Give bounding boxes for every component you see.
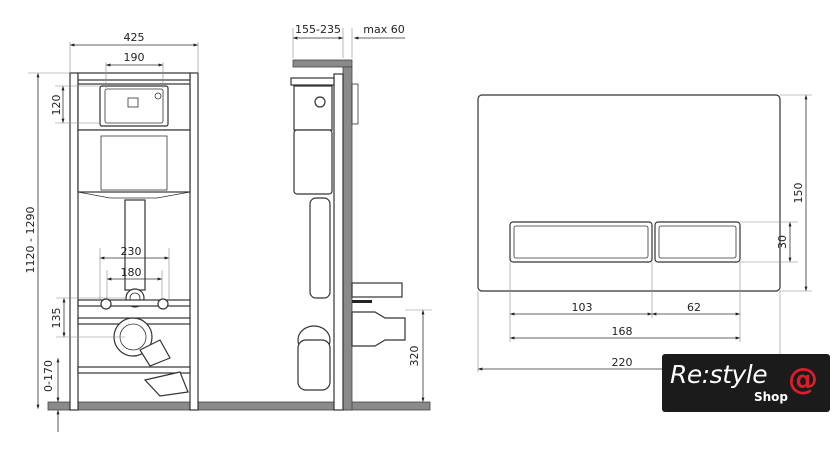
wall xyxy=(342,66,353,411)
dim-total-height: 1120 - 1290 xyxy=(24,207,37,274)
floor xyxy=(47,401,431,411)
dim-depth: 155-235 xyxy=(295,23,341,36)
dim-bolt-inner: 180 xyxy=(121,266,142,279)
flush-button-small xyxy=(654,221,741,263)
dim-outlet-height: 320 xyxy=(408,346,421,367)
logo-brand: Re:style xyxy=(670,360,768,389)
drain-side xyxy=(351,311,406,347)
front-view: 425 190 120 1120 - 1290 230 180 135 0-17… xyxy=(24,31,431,432)
cistern-side xyxy=(293,129,333,195)
dim-bolt-outer: 230 xyxy=(121,245,142,258)
dim-bolt-to-outlet: 135 xyxy=(50,308,63,329)
logo-sub: Shop xyxy=(754,390,789,404)
flush-pipe-side xyxy=(309,197,331,299)
frame-left-post xyxy=(69,72,79,411)
water-inlet xyxy=(351,282,403,298)
dim-wall-max: max 60 xyxy=(363,23,404,36)
flush-plate: 150 30 103 62 168 220 xyxy=(477,94,812,372)
dim-right-button: 62 xyxy=(687,301,701,314)
dim-buttons-total: 168 xyxy=(612,325,633,338)
side-view: 155-235 max 60 320 xyxy=(290,23,432,411)
flush-mechanism xyxy=(99,85,169,127)
pan-connector xyxy=(297,339,331,391)
crossbar xyxy=(77,299,191,307)
bolt-right xyxy=(157,298,169,310)
frame-top-bar xyxy=(77,72,191,81)
restyle-shop-logo: Re:style Shop @ xyxy=(662,354,830,412)
dim-width-total: 425 xyxy=(124,31,145,44)
cistern xyxy=(77,129,191,193)
dim-plate-width: 220 xyxy=(612,356,633,369)
frame-right-post xyxy=(189,72,199,411)
dim-left-button: 103 xyxy=(572,301,593,314)
dim-leg-adjust: 0-170 xyxy=(42,360,55,392)
dim-plate-height-fp: 150 xyxy=(792,183,805,204)
frame-post-side xyxy=(333,73,344,411)
bolt-left xyxy=(100,298,112,310)
wall-top xyxy=(292,59,353,68)
cart-at-icon: @ xyxy=(788,362,818,397)
dim-width-plate: 190 xyxy=(124,51,145,64)
dim-button-height: 30 xyxy=(776,235,789,249)
flush-button-large xyxy=(509,221,653,263)
dim-plate-height: 120 xyxy=(50,95,63,116)
